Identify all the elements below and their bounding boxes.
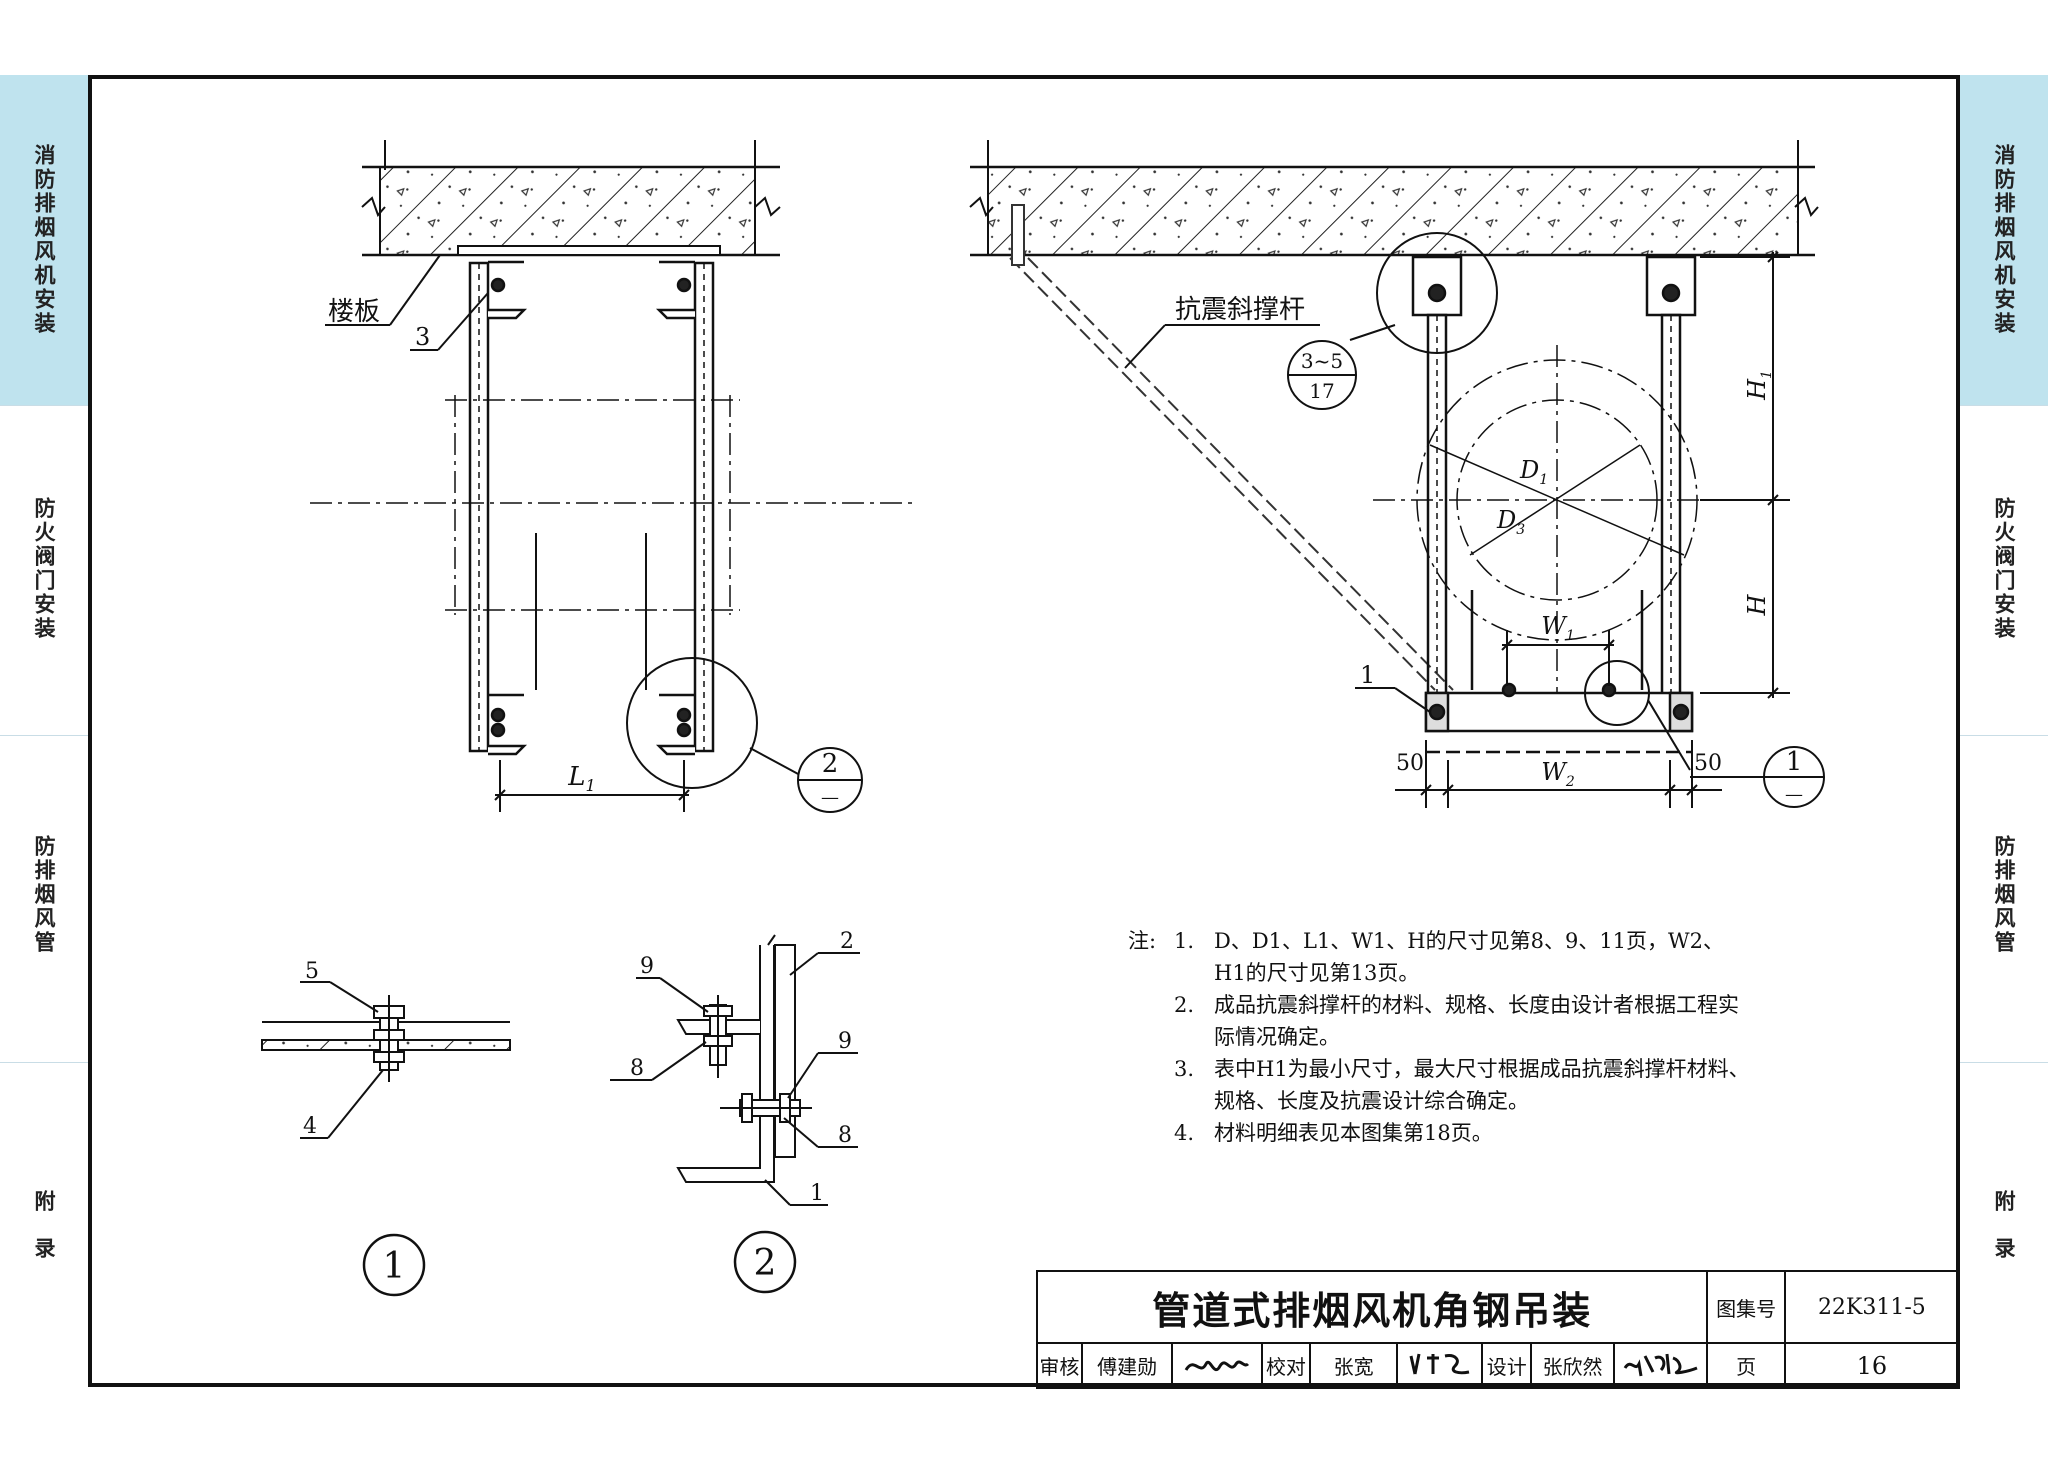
right-tab-appendix[interactable]: 附录 xyxy=(1992,1190,2016,1284)
note-item: 2. 成品抗震斜撑杆的材料、规格、长度由设计者根据工程实际情况确定。 xyxy=(1174,993,1739,1049)
reviewer-signature xyxy=(1171,1342,1263,1389)
right-view: D1 D3 W1 xyxy=(969,140,1825,808)
dim-50-right: 50 xyxy=(1694,751,1722,776)
callout-3: 3 xyxy=(415,323,430,351)
detail-2-highlight-circle xyxy=(626,657,758,789)
detail-1: 5 4 1 xyxy=(261,959,511,1297)
dim-h-label: H xyxy=(1743,593,1771,616)
seismic-brace xyxy=(1009,257,1454,691)
right-tab-fire-damper[interactable]: 防火阀门安装 xyxy=(1992,497,2016,641)
page-label: 页 xyxy=(1706,1342,1786,1389)
detail2-callout-9b: 9 xyxy=(838,1029,852,1054)
left-fan-outline xyxy=(310,395,912,615)
left-angle-brackets xyxy=(488,260,695,756)
left-dim-l1 xyxy=(494,760,690,812)
detail-3-5-reference: 3~5 17 xyxy=(1287,340,1357,410)
dim-w1-label: W1 xyxy=(1541,612,1575,644)
callout-1-right: 1 xyxy=(1360,661,1375,689)
left-view: L1 楼板 3 2 — xyxy=(310,140,912,813)
atlas-label: 图集号 xyxy=(1706,1270,1786,1344)
dim-d1-label: D1 xyxy=(1519,456,1548,488)
designer-name: 张欣然 xyxy=(1530,1342,1616,1389)
left-tab-fire-damper[interactable]: 防火阀门安装 xyxy=(32,497,56,641)
right-top-brackets xyxy=(1411,255,1697,317)
design-label: 设计 xyxy=(1481,1342,1533,1389)
left-tab-smoke-duct[interactable]: 防排烟风管 xyxy=(32,835,56,955)
detail-1-reference: 1 — xyxy=(1763,746,1825,808)
svg-text:1: 1 xyxy=(1786,747,1803,777)
check-label: 校对 xyxy=(1260,1342,1312,1389)
right-tab-smoke-duct[interactable]: 防排烟风管 xyxy=(1992,835,2016,955)
left-fan-feet xyxy=(535,533,647,690)
drawing-frame xyxy=(88,75,1960,1387)
dim-w2 xyxy=(1395,740,1722,808)
dim-h-h1 xyxy=(1700,251,1790,699)
dim-h1-label: H1 xyxy=(1743,370,1775,401)
note-item: 3. 表中H1为最小尺寸，最大尺寸根据成品抗震斜撑杆材料、规格、长度及抗震设计综… xyxy=(1174,1057,1750,1113)
note-item: 注: 1. D、D1、L1、W1、H的尺寸见第8、9、11页，W2、H1的尺寸见… xyxy=(1128,929,1724,985)
right-floor-slab xyxy=(969,140,1819,257)
notes-block: 注: 1. D、D1、L1、W1、H的尺寸见第8、9、11页，W2、H1的尺寸见… xyxy=(1128,925,1754,1149)
left-floor-slab xyxy=(361,140,781,257)
detail2-callout-8a: 8 xyxy=(630,1056,644,1081)
reviewer-name: 傅建勋 xyxy=(1080,1342,1174,1389)
left-hanger-rods xyxy=(468,261,715,753)
review-label: 审核 xyxy=(1036,1342,1083,1389)
title-block: 管道式排烟风机角钢吊装 图集号 22K311-5 审核 傅建勋 校对 张宽 设计… xyxy=(1035,1270,1961,1389)
fan-diameter-lines xyxy=(1373,345,1740,700)
detail2-callout-8b: 8 xyxy=(838,1123,852,1148)
dim-w1 xyxy=(1501,630,1615,686)
detail2-callout-1: 1 xyxy=(810,1181,824,1206)
right-tab-fan-install[interactable]: 消防排烟风机安装 xyxy=(1960,75,2048,405)
page-number: 16 xyxy=(1783,1342,1961,1389)
dim-l1-label: L1 xyxy=(567,762,595,795)
note-item: 4. 材料明细表见本图集第18页。 xyxy=(1174,1121,1493,1145)
svg-text:—: — xyxy=(1785,784,1803,805)
detail-2: 9 8 2 9 8 1 2 xyxy=(610,929,860,1294)
designer-signature xyxy=(1613,1342,1709,1389)
dim-d3-label: D3 xyxy=(1496,506,1525,538)
checker-signature xyxy=(1396,1342,1484,1389)
detail1-callout-5: 5 xyxy=(305,959,319,984)
atlas-number: 22K311-5 xyxy=(1783,1270,1961,1344)
bracket-highlight-circle xyxy=(1376,232,1498,354)
left-tab-appendix[interactable]: 附录 xyxy=(32,1190,56,1284)
detail1-callout-4: 4 xyxy=(303,1114,317,1139)
seismic-brace-label: 抗震斜撑杆 xyxy=(1175,295,1305,325)
svg-text:17: 17 xyxy=(1309,379,1334,403)
svg-text:2: 2 xyxy=(822,749,839,779)
checker-name: 张宽 xyxy=(1309,1342,1399,1389)
svg-text:—: — xyxy=(821,787,839,808)
detail-1-highlight-circle xyxy=(1584,660,1650,726)
detail2-callout-9a: 9 xyxy=(640,954,654,979)
drawing-title: 管道式排烟风机角钢吊装 xyxy=(1035,1270,1709,1344)
dim-w2-label: W2 xyxy=(1541,758,1575,790)
detail1-label: 1 xyxy=(383,1246,406,1287)
svg-text:3~5: 3~5 xyxy=(1301,349,1343,373)
floor-slab-label: 楼板 xyxy=(328,297,380,327)
detail-2-reference: 2 — xyxy=(797,747,863,813)
left-tab-fan-install[interactable]: 消防排烟风机安装 xyxy=(0,75,88,405)
dim-50-left: 50 xyxy=(1396,751,1424,776)
detail2-callout-2: 2 xyxy=(840,929,854,954)
detail2-label: 2 xyxy=(754,1243,777,1284)
